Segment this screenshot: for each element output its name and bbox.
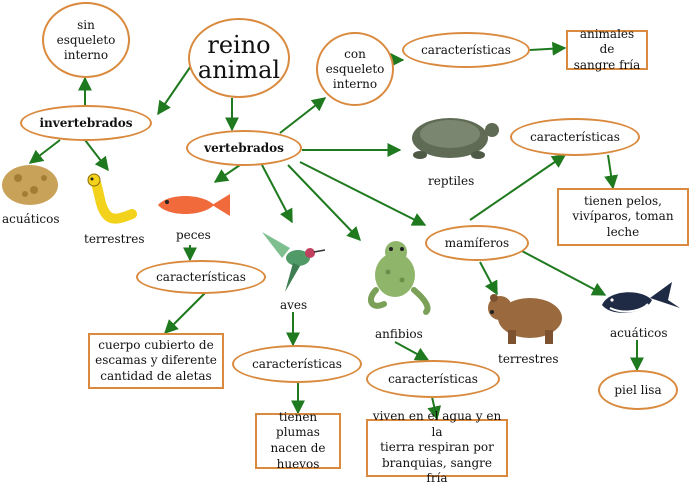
arrow-vert-to-peces: [213, 164, 241, 183]
label-acuaticos-invert: acuáticos: [2, 212, 60, 226]
node-invertebrados: invertebrados: [20, 105, 152, 141]
fish-icon: [158, 194, 230, 216]
frog-icon: [367, 241, 431, 315]
node-mamiferos: mamíferos: [425, 225, 529, 261]
arrow-mamiferos-to-acuaticos: [519, 249, 607, 296]
node-con-esqueleto-interno: con esqueleto interno: [316, 32, 394, 106]
node-caracteristicas-reptiles: características: [402, 32, 530, 68]
label-anfibios: anfibios: [375, 327, 423, 341]
arrow-vert-to-anfibios: [287, 164, 361, 242]
box-tienen-pelos: tienen pelos, vivíparos, toman leche: [557, 188, 689, 246]
hummingbird-icon: [262, 232, 326, 292]
node-reino-animal: reino animal: [188, 18, 290, 98]
arrow-invert-to-acuaticos: [28, 139, 61, 164]
node-vertebrados: vertebrados: [186, 130, 302, 166]
arrow-animal-to-invert: [157, 59, 196, 116]
whale-icon: [602, 282, 680, 313]
arrow-vert-to-mamiferos: [299, 161, 427, 226]
arrow-caract-peces-to-box: [164, 292, 206, 334]
arrow-caract-anf-to-box: [427, 396, 442, 421]
box-viven-agua-tierra: viven en el agua y en la tierra respiran…: [366, 409, 508, 485]
node-caracteristicas-mamiferos: características: [510, 118, 640, 156]
caterpillar-icon: [87, 173, 137, 224]
arrow-mamiferos-to-terrestres: [479, 261, 498, 296]
arrow-invert-to-terrestres: [84, 139, 109, 172]
node-caracteristicas-peces: características: [136, 260, 266, 294]
arrow-mamiferos-to-caract: [469, 154, 567, 221]
box-tienen-plumas: tienen plumas nacen de huevos: [255, 410, 341, 471]
arrow-caract-to-sangrefria: [529, 41, 567, 56]
label-peces: peces: [176, 228, 211, 242]
node-piel-lisa: piel lisa: [598, 370, 678, 410]
node-sin-esqueleto-interno: sin esqueleto interno: [42, 2, 130, 78]
arrow-caract-mam-to-box: [604, 154, 619, 190]
turtle-icon: [412, 118, 499, 159]
label-acuaticos-mam: acuáticos: [610, 326, 668, 340]
node-caracteristicas-aves: características: [232, 345, 362, 383]
node-caracteristicas-anfibios: características: [366, 360, 500, 398]
box-animales-sangre-fria: animales de sangre fría: [566, 27, 648, 72]
label-terrestres-mam: terrestres: [498, 352, 559, 366]
label-reptiles: reptiles: [428, 174, 475, 188]
sponge-icon: [2, 165, 58, 205]
label-terrestres-invert: terrestres: [84, 232, 145, 246]
label-aves: aves: [280, 298, 308, 312]
arrow-vert-to-con: [279, 97, 327, 134]
arrow-anfibios-to-caract: [394, 341, 430, 361]
box-cuerpo-cubierto: cuerpo cubierto de escamas y diferente c…: [88, 333, 224, 389]
bear-icon: [488, 294, 562, 344]
arrow-vert-to-aves: [261, 164, 293, 224]
